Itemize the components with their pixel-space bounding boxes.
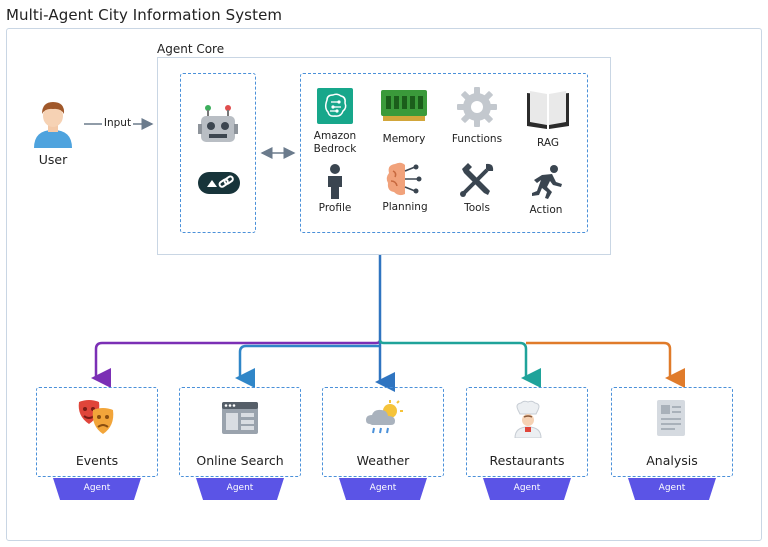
- agent-badge: Agent: [628, 478, 716, 500]
- component-label: Amazon Bedrock: [313, 130, 357, 155]
- analysis-connector: [526, 341, 685, 388]
- component-label: Action: [529, 204, 563, 216]
- sun-cloud-rain-icon: [366, 400, 403, 434]
- agent-core-label: Agent Core: [157, 42, 225, 56]
- agent-badge: Agent: [339, 478, 427, 500]
- agent-core-components-group: [300, 73, 588, 233]
- user-avatar-icon: [34, 102, 72, 148]
- page-title: Multi-Agent City Information System: [6, 6, 283, 24]
- component-label: Planning: [382, 201, 428, 213]
- memory-chip-icon: [381, 90, 427, 121]
- document-icon: [657, 400, 685, 436]
- agent-label-events: Events: [75, 453, 119, 468]
- component-label: Functions: [451, 133, 503, 145]
- agent-label-restaurants: Restaurants: [489, 453, 565, 468]
- agent-box-online-search: [179, 387, 301, 477]
- input-label: Input: [102, 117, 133, 130]
- online-search-connector: [235, 344, 380, 388]
- running-person-icon: [532, 165, 562, 199]
- agent-badge: Agent: [483, 478, 571, 500]
- agent-badge: Agent: [196, 478, 284, 500]
- person-silhouette-icon: [328, 164, 342, 199]
- component-label: RAG: [536, 137, 559, 149]
- agent-label-analysis: Analysis: [646, 453, 698, 468]
- open-book-icon: [527, 91, 569, 129]
- gear-icon: [457, 87, 497, 127]
- agent-box-events: [36, 387, 158, 477]
- chef-icon: [514, 400, 542, 438]
- restaurants-connector: [378, 339, 541, 388]
- component-label: Tools: [464, 202, 490, 214]
- agent-box-weather: [322, 387, 444, 477]
- agent-box-analysis: [611, 387, 733, 477]
- robot-icon: [198, 105, 238, 142]
- component-label: Profile: [318, 202, 352, 214]
- wrench-screwdriver-icon: [460, 163, 494, 197]
- system-frame: [6, 28, 762, 541]
- agent-badge: Agent: [53, 478, 141, 500]
- brain-network-icon: [386, 162, 422, 196]
- user-label: User: [38, 152, 68, 167]
- agent-label-online-search: Online Search: [196, 453, 284, 468]
- browser-window-icon: [222, 402, 258, 434]
- amazon-bedrock-icon: [317, 88, 353, 124]
- theater-masks-icon: [78, 400, 114, 434]
- link-icon: [198, 172, 240, 194]
- agent-core-left-group: [180, 73, 256, 233]
- agent-label-weather: Weather: [356, 453, 410, 468]
- component-label: Memory: [382, 133, 426, 145]
- agent-box-restaurants: [466, 387, 588, 477]
